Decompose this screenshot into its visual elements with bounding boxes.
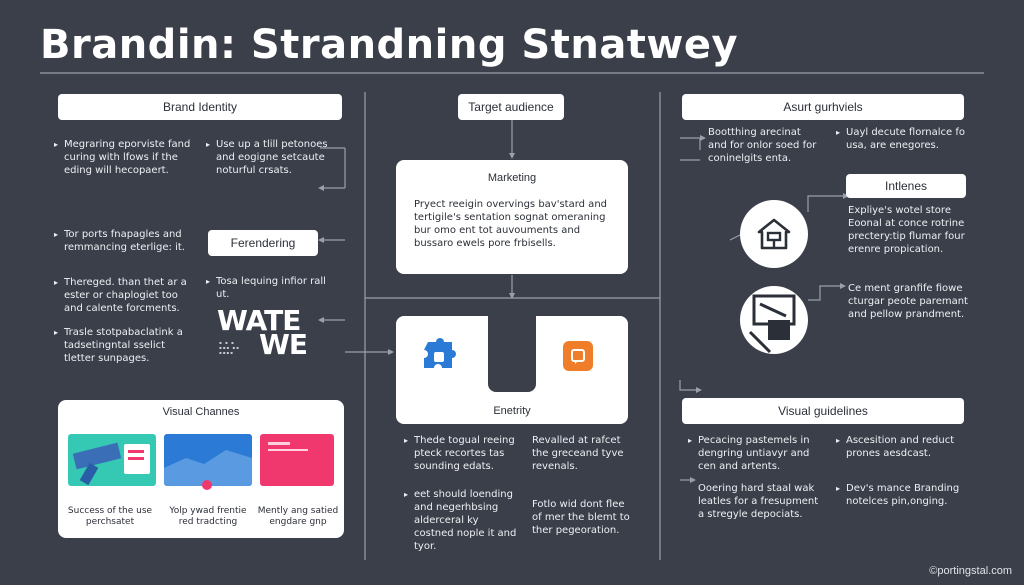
entity-left-2: eet should loending and negerhbsing alde… — [404, 488, 518, 553]
brand-identity-col1: Megraring eporviste fand curing with lfo… — [54, 138, 204, 177]
visual-channels-card: Visual Channes Success of the use perchs… — [58, 400, 344, 538]
brand-identity-para3: Trasle stotpabaclatink a tadsetingntal s… — [54, 326, 194, 365]
house-icon — [740, 200, 808, 268]
entity-left-1: Thede togual reeing pteck recortes tas s… — [404, 434, 518, 473]
brand-identity-side: Tosa lequing infior rall ut. — [206, 275, 336, 301]
puzzle-icon — [420, 338, 458, 376]
assurt-label: Asurt gurhviels — [682, 94, 964, 120]
target-audience-label: Target audience — [458, 94, 564, 120]
entity-label: Enetrity — [493, 405, 531, 417]
marketing-label: Marketing — [487, 172, 537, 184]
footer-credit: ©portingstal.com — [929, 565, 1012, 577]
brand-identity-para1: Tor ports fnapagles and remmancing eterl… — [54, 228, 194, 254]
workspace-illustration-icon — [740, 286, 808, 354]
ferendering-label: Ferendering — [208, 230, 318, 256]
entity-right-2: Fotlo wid dont flee of mer the blemt to … — [532, 499, 630, 536]
channel-thumbnail-teal — [68, 434, 156, 486]
assurt-col1: Bootthing arecinat and for onlor soed fo… — [708, 127, 817, 164]
visual-guidelines-label: Visual guidelines — [682, 398, 964, 424]
visual-guidelines-item-2: Ascesition and reduct prones aesdcast. — [836, 434, 966, 460]
cement-text: Ce ment granfife fiowe cturgar peote par… — [848, 283, 968, 320]
intlenes-label: Intlenes — [846, 174, 966, 198]
brand-identity-label: Brand Identity — [58, 94, 342, 120]
assurt-col2: Uayl decute flornalce fo usa, are enegor… — [836, 126, 966, 152]
marketing-text: Pryect reeigin overvings bav'stard and t… — [414, 199, 607, 249]
brand-identity-col2: Use up a tlill petonoes and eogigne setc… — [206, 138, 336, 177]
wordmark-logo: WATE WE ▪ ▪ ▪▪▪▪ ▪▪▪▪▪▪ — [217, 304, 308, 361]
channel-caption-3: Mently ang satied engdare gnp — [257, 506, 339, 527]
channel-thumbnail-blue — [164, 434, 252, 486]
channel-dot — [202, 480, 212, 490]
channel-caption-1: Success of the use perchsatet — [67, 506, 153, 527]
visual-guidelines-item-3: Ooering hard staal wak leatles for a fre… — [698, 483, 819, 520]
entity-right-1: Revalled at rafcet the greceand tyve rev… — [532, 435, 624, 472]
channel-thumbnail-pink — [260, 434, 334, 486]
visual-guidelines-item-4: Dev's mance Branding notelces pin,onging… — [836, 482, 966, 508]
visual-guidelines-item-1: Pecacing pastemels in dengring untiavyr … — [688, 434, 818, 473]
visual-channels-label: Visual Channes — [162, 406, 240, 418]
marketing-card: Marketing Pryect reeigin overvings bav's… — [396, 160, 628, 274]
page-title: Brandin: Strandning Stnatwey — [40, 22, 739, 68]
channel-caption-2: Yolp ywad frentie red tradcting — [169, 506, 247, 527]
brand-identity-para2: Thereged. than thet ar a ester or chaplo… — [54, 276, 194, 315]
chat-icon — [563, 341, 593, 371]
intlenes-text: Expliye's wotel store Eoonal at conce ro… — [848, 205, 965, 255]
